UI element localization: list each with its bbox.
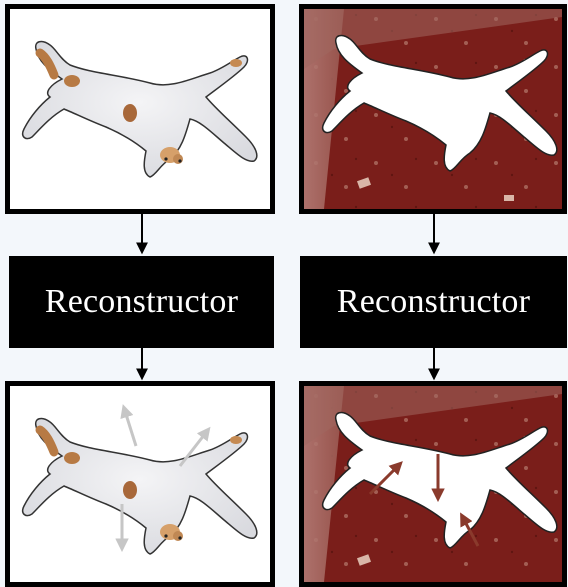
reconstructor-label: Reconstructor xyxy=(45,283,238,321)
flow-arrow-right-top xyxy=(426,214,442,256)
output-mask-silhouette xyxy=(299,381,567,587)
cat-with-gray-arrows-icon xyxy=(10,386,270,582)
reconstructor-block-left: Reconstructor xyxy=(9,256,274,348)
input-mask-silhouette xyxy=(299,4,567,214)
flow-arrow-left-bottom xyxy=(134,348,150,382)
reconstructor-label: Reconstructor xyxy=(337,283,530,321)
output-image-cat xyxy=(5,381,275,587)
input-image-cat xyxy=(5,4,275,214)
cat-silhouette-icon xyxy=(304,9,562,209)
gray-arrow-1 xyxy=(124,408,136,446)
flow-arrow-right-bottom xyxy=(426,348,442,382)
cat-photo-icon xyxy=(10,9,270,209)
flow-arrow-left-top xyxy=(134,214,150,256)
silhouette-with-red-arrows-icon xyxy=(304,386,562,582)
reconstructor-block-right: Reconstructor xyxy=(300,256,567,348)
